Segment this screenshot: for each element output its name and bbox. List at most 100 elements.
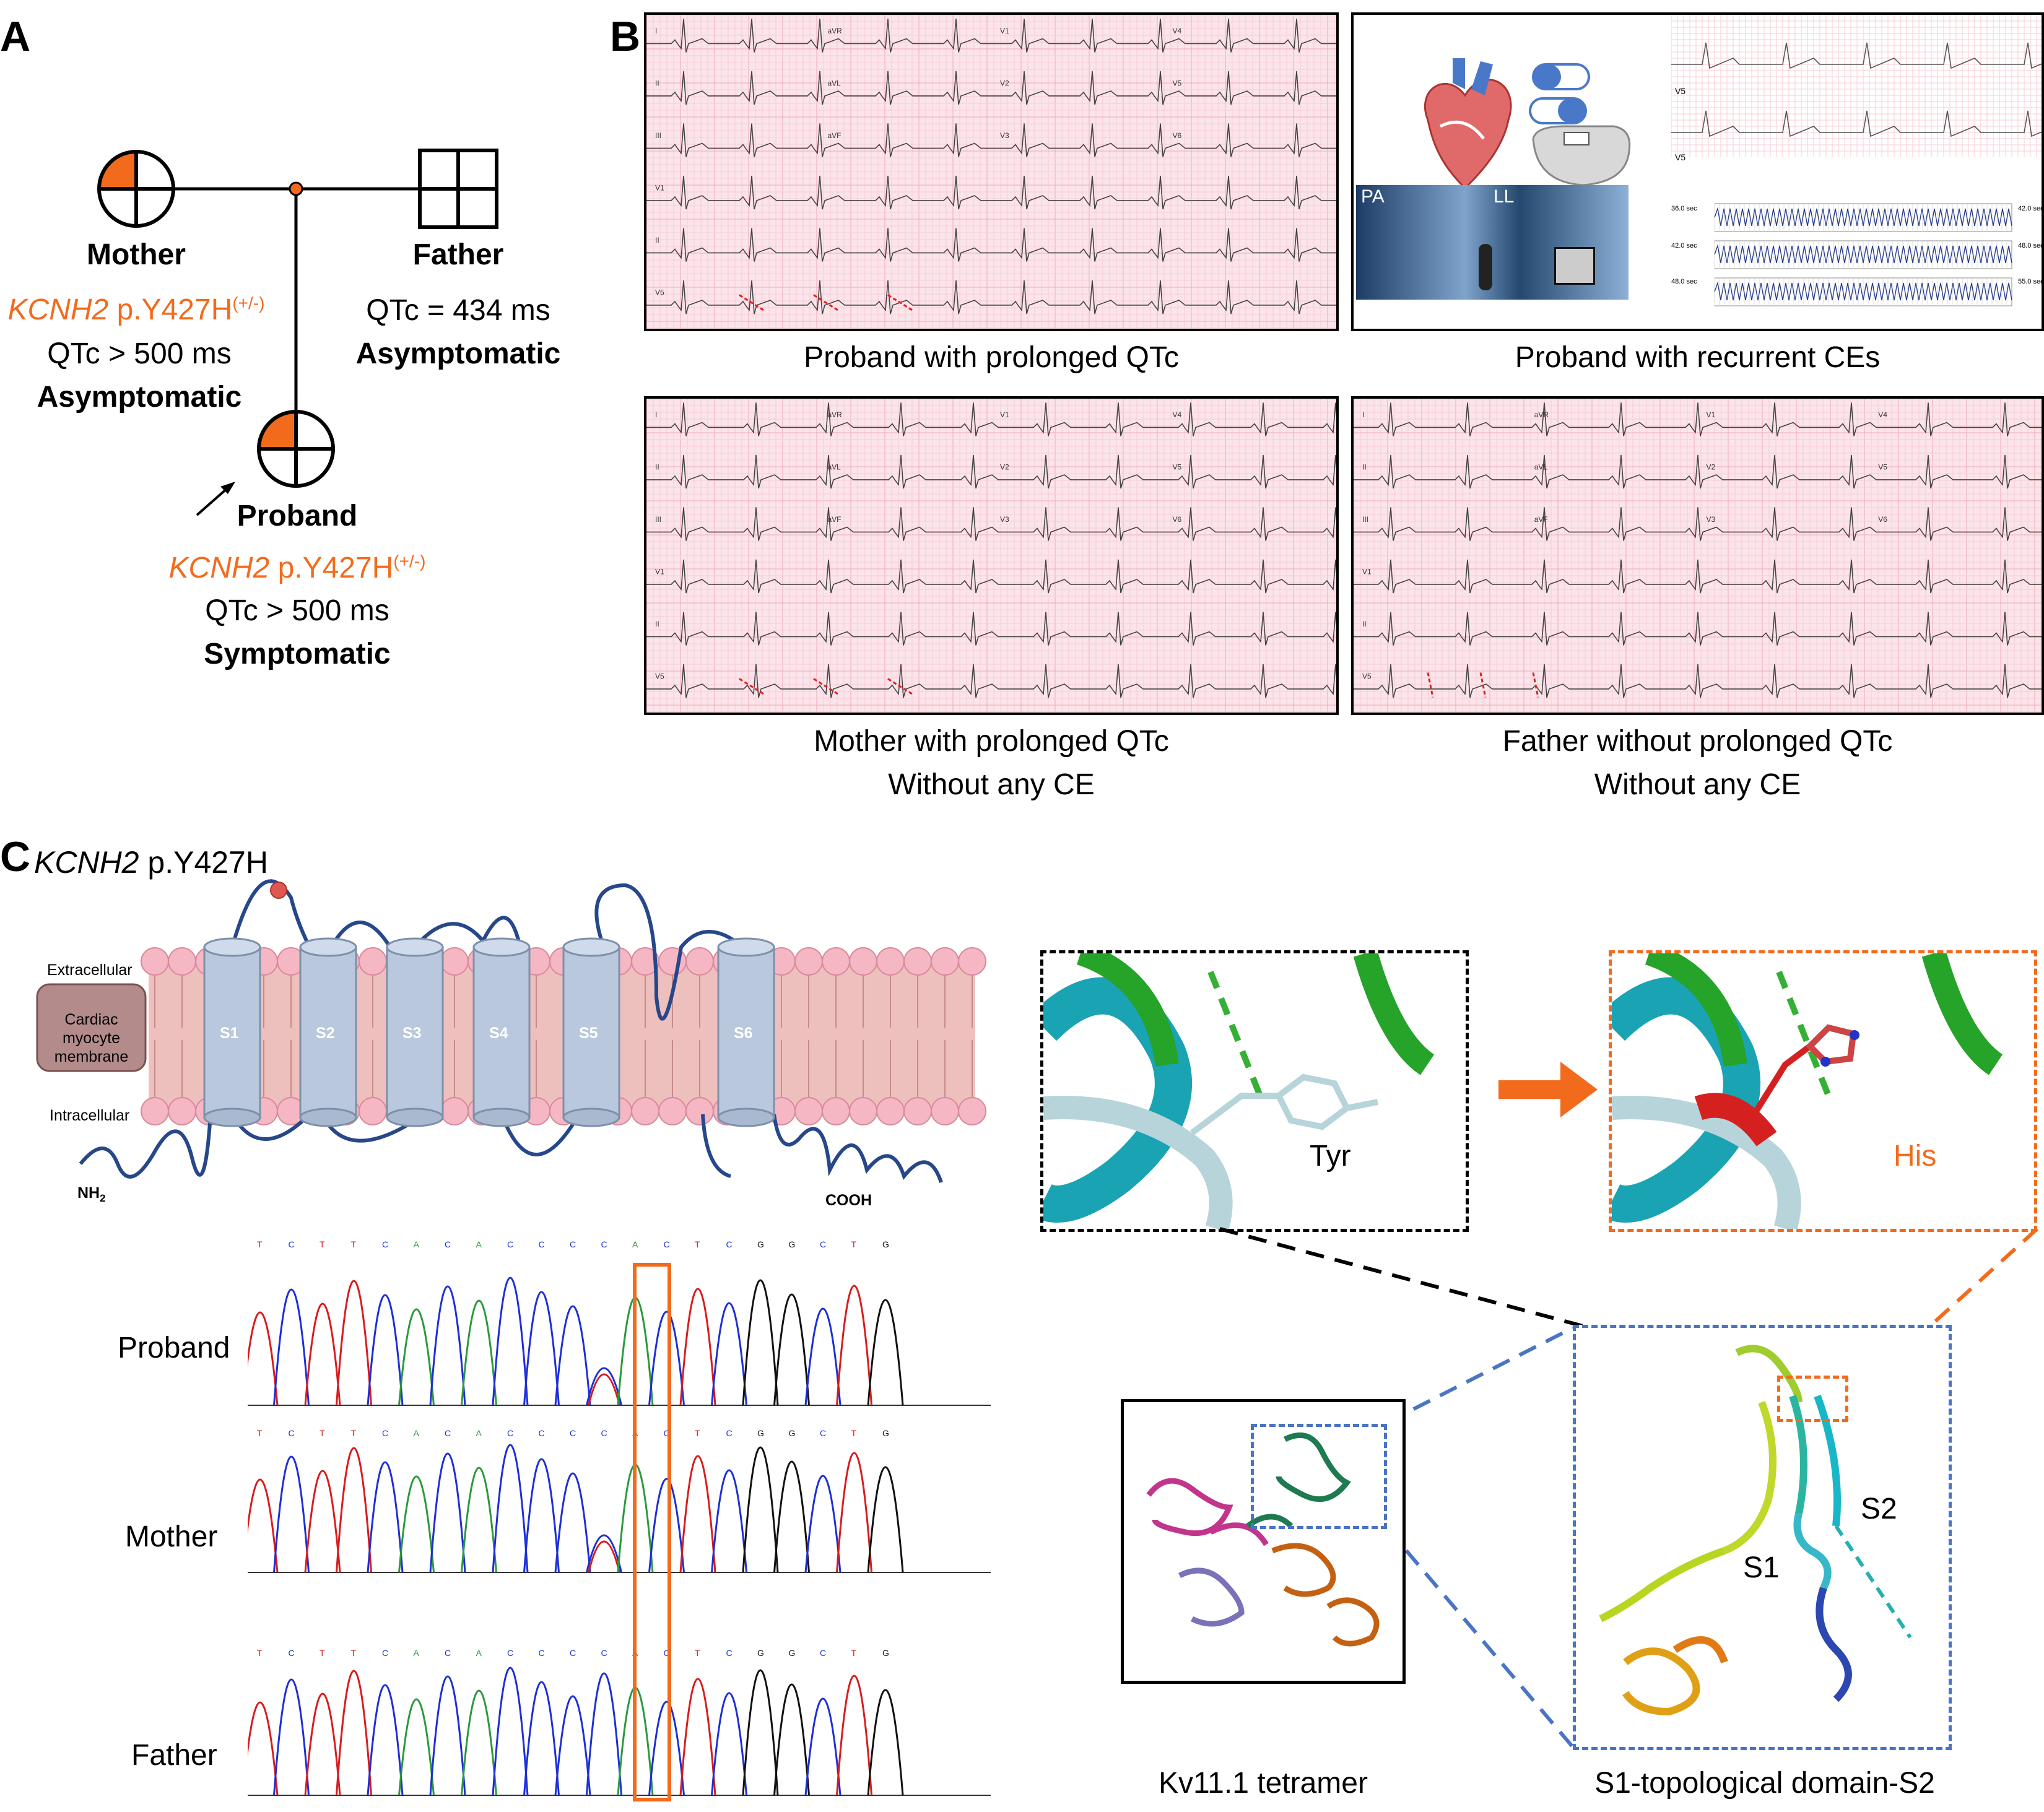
base-call: T bbox=[257, 1648, 263, 1658]
base-call: T bbox=[351, 1239, 357, 1249]
base-call: C bbox=[601, 1648, 607, 1658]
ecg-lead-label: III bbox=[655, 515, 661, 524]
s2-label: S2 bbox=[1861, 1493, 1897, 1525]
base-call: C bbox=[539, 1648, 545, 1658]
ecg-lead-label: II bbox=[655, 620, 659, 628]
base-call: C bbox=[570, 1648, 576, 1658]
pedigree-diagram bbox=[97, 149, 498, 516]
proband-qtc: QTc > 500 ms bbox=[205, 594, 389, 627]
caption-mother-ecg-2: Without any CE bbox=[888, 768, 1095, 801]
base-call: A bbox=[476, 1648, 482, 1658]
tetramer-caption: Kv11.1 tetramer bbox=[1159, 1767, 1368, 1800]
base-call: C bbox=[726, 1428, 733, 1438]
helix-label: S1 bbox=[220, 1025, 239, 1042]
extracellular-label: Extracellular bbox=[47, 961, 133, 979]
base-call: A bbox=[414, 1239, 420, 1249]
base-call: A bbox=[476, 1239, 482, 1249]
ecg-lead-label: V5 bbox=[655, 672, 664, 681]
ecg-lead-label: V1 bbox=[1000, 410, 1009, 419]
helix-label: S5 bbox=[579, 1025, 598, 1042]
ecg-lead-label: II bbox=[655, 236, 659, 245]
mutation-arrow bbox=[1498, 1062, 1598, 1117]
ecg-lead-label: I bbox=[655, 410, 657, 419]
xray-label-pa: PA bbox=[1361, 186, 1385, 207]
base-call: G bbox=[882, 1648, 889, 1658]
panel-label-a: A bbox=[0, 13, 31, 60]
base-call: T bbox=[351, 1428, 357, 1438]
father-symbol bbox=[418, 149, 498, 229]
base-call: C bbox=[664, 1239, 670, 1249]
ecg-lead-label: V6 bbox=[1173, 515, 1182, 524]
base-call: G bbox=[789, 1648, 796, 1658]
ecg-lead-label: V4 bbox=[1173, 410, 1182, 419]
base-call: C bbox=[726, 1648, 733, 1658]
caption-mother-ecg-1: Mother with prolonged QTc bbox=[814, 725, 1169, 758]
xray-label-ll: LL bbox=[1494, 186, 1515, 207]
ecg-lead-label: aVL bbox=[1534, 463, 1548, 472]
his-label: His bbox=[1894, 1140, 1937, 1173]
ecg-lead-label: II bbox=[655, 463, 659, 472]
ecg-lead-label: V1 bbox=[655, 568, 664, 576]
base-call: C bbox=[570, 1239, 576, 1249]
panel-label-b: B bbox=[610, 13, 641, 60]
ecg-lead-label: V3 bbox=[1000, 515, 1009, 524]
variant-highlight-box bbox=[633, 1263, 671, 1801]
base-call: C bbox=[664, 1428, 670, 1438]
ecg-lead-label: III bbox=[1362, 515, 1368, 524]
xray-image: PA LL bbox=[1356, 185, 1629, 300]
base-call: C bbox=[507, 1648, 513, 1658]
base-call: C bbox=[445, 1648, 451, 1658]
heart-and-icd-icon bbox=[1424, 58, 1631, 188]
mother-name: Mother bbox=[87, 238, 186, 271]
ecg-lead-label: V5 bbox=[1878, 463, 1887, 472]
base-call: T bbox=[351, 1648, 357, 1658]
base-call: C bbox=[382, 1428, 388, 1438]
base-call: T bbox=[257, 1428, 263, 1438]
c-terminus-label: COOH bbox=[825, 1192, 872, 1209]
base-call: T bbox=[695, 1648, 700, 1658]
base-call: C bbox=[664, 1648, 670, 1658]
ecg-lead-label: V3 bbox=[1000, 131, 1009, 140]
chrom-label-mother: Mother bbox=[125, 1520, 218, 1553]
ecg-lead-label: I bbox=[655, 27, 657, 35]
base-call: C bbox=[507, 1428, 513, 1438]
base-call: T bbox=[695, 1239, 700, 1249]
base-call: A bbox=[414, 1428, 420, 1438]
membrane-topology bbox=[36, 879, 986, 1183]
base-call: C bbox=[601, 1239, 607, 1249]
ecg-lead-label: V6 bbox=[1173, 131, 1182, 140]
chrom-label-proband: Proband bbox=[118, 1332, 230, 1364]
ecg-lead-label: aVR bbox=[828, 410, 843, 419]
intracellular-label: Intracellular bbox=[50, 1107, 130, 1124]
n-terminus-label: NH2 bbox=[77, 1184, 106, 1204]
proband-name: Proband bbox=[237, 500, 358, 532]
ecg-recurrent-ce: PA LL V5 V5 36.0 sec 42.0 sec 48.0 sec 4… bbox=[1351, 12, 2044, 331]
helix-label: S3 bbox=[402, 1025, 422, 1042]
base-call: G bbox=[789, 1428, 796, 1438]
father-status: Asymptomatic bbox=[355, 337, 561, 370]
s1-label: S1 bbox=[1743, 1551, 1780, 1584]
base-call: C bbox=[289, 1648, 295, 1658]
base-call: T bbox=[851, 1239, 857, 1249]
ecg-lead-label: V1 bbox=[1707, 410, 1716, 419]
ecg-lead-label: V5 bbox=[655, 288, 664, 297]
base-call: A bbox=[414, 1648, 420, 1658]
ecg-lead-label: aVF bbox=[1534, 515, 1548, 524]
caption-proband-ecg: Proband with prolonged QTc bbox=[804, 341, 1179, 374]
mother-status: Asymptomatic bbox=[37, 381, 242, 414]
caption-father-ecg-2: Without any CE bbox=[1594, 768, 1801, 801]
ecg-lead-label: II bbox=[1362, 463, 1367, 472]
ecg-lead-label: I bbox=[1362, 410, 1364, 419]
ecg-lead-label: V1 bbox=[655, 184, 664, 193]
base-call: G bbox=[882, 1239, 889, 1249]
rhythm-strip: 36.0 sec 42.0 sec 48.0 sec 42.0 sec 48.0… bbox=[1671, 191, 2042, 315]
base-call: C bbox=[507, 1239, 513, 1249]
domain-zoom-box bbox=[1777, 1376, 1848, 1422]
mutation-site-marker bbox=[270, 882, 287, 899]
base-call: C bbox=[570, 1428, 576, 1438]
mother-qtc: QTc > 500 ms bbox=[47, 337, 232, 370]
base-call: C bbox=[820, 1648, 826, 1658]
ecg-lead-label: V1 bbox=[1362, 568, 1372, 576]
